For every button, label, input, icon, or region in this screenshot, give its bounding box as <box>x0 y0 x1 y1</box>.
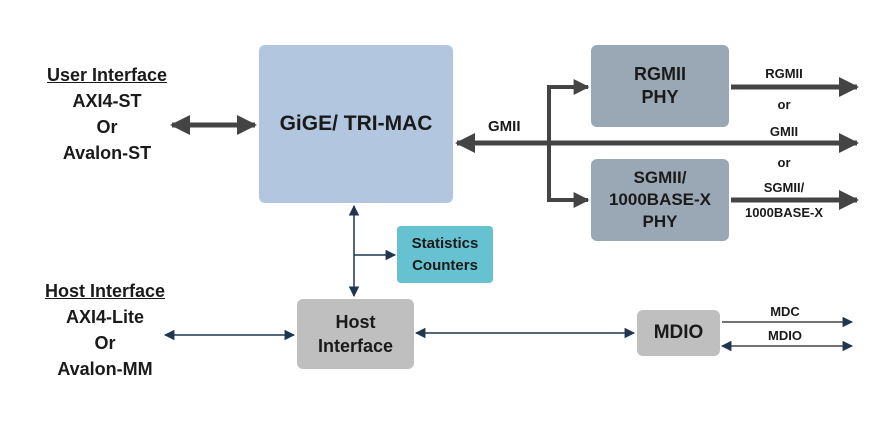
sgmii-phy-line: SGMII/ <box>633 168 687 187</box>
user-interface-line: Avalon-ST <box>62 143 152 163</box>
user-interface-label: User Interface AXI4-ST Or Avalon-ST <box>22 62 192 166</box>
mdio-block-label: MDIO <box>653 322 704 343</box>
host-block-line: Interface <box>317 336 394 356</box>
branch-to-rgmii-arrow <box>547 79 590 143</box>
user-interface-title: User Interface <box>46 65 168 85</box>
gmii-bus-label: GMII <box>488 118 521 135</box>
rgmii-out-label: RGMII <box>765 66 803 81</box>
user-interface-line: Or <box>96 117 118 137</box>
rgmii-phy-block: RGMII PHY <box>591 45 729 127</box>
host-interface-block: Host Interface <box>297 299 414 369</box>
sgmii-phy-block: SGMII/ 1000BASE-X PHY <box>591 159 729 241</box>
statistics-line: Counters <box>412 256 478 274</box>
host-block-line: Host <box>335 312 376 332</box>
branch-to-sgmii-arrow <box>547 143 590 208</box>
host-interface-line: AXI4-Lite <box>65 307 144 327</box>
host-interface-line: Avalon-MM <box>57 359 153 379</box>
gmii-out-label: GMII <box>769 124 799 139</box>
1000base-x-out-label: 1000BASE-X <box>744 205 824 220</box>
mdio-signal-label: MDIO <box>768 328 802 343</box>
rgmii-phy-line: RGMII <box>634 64 686 84</box>
host-interface-title: Host Interface <box>44 281 166 301</box>
statistics-line: Statistics <box>411 234 479 252</box>
mdio-block: MDIO <box>637 310 720 356</box>
statistics-counters-block: Statistics Counters <box>397 226 493 283</box>
or-label: or <box>777 155 791 170</box>
sgmii-phy-line: 1000BASE-X <box>608 190 712 209</box>
mac-block: GiGE/ TRI-MAC <box>259 45 453 203</box>
user-interface-line: AXI4-ST <box>72 91 142 111</box>
sgmii-phy-line: PHY <box>642 212 678 231</box>
host-interface-line: Or <box>94 333 116 353</box>
rgmii-phy-line: PHY <box>641 87 679 107</box>
mdc-label: MDC <box>770 304 800 319</box>
or-label: or <box>777 97 791 112</box>
sgmii-out-label: SGMII/ <box>763 180 805 195</box>
mac-block-label: GiGE/ TRI-MAC <box>279 112 433 135</box>
host-interface-label: Host Interface AXI4-Lite Or Avalon-MM <box>15 278 195 382</box>
